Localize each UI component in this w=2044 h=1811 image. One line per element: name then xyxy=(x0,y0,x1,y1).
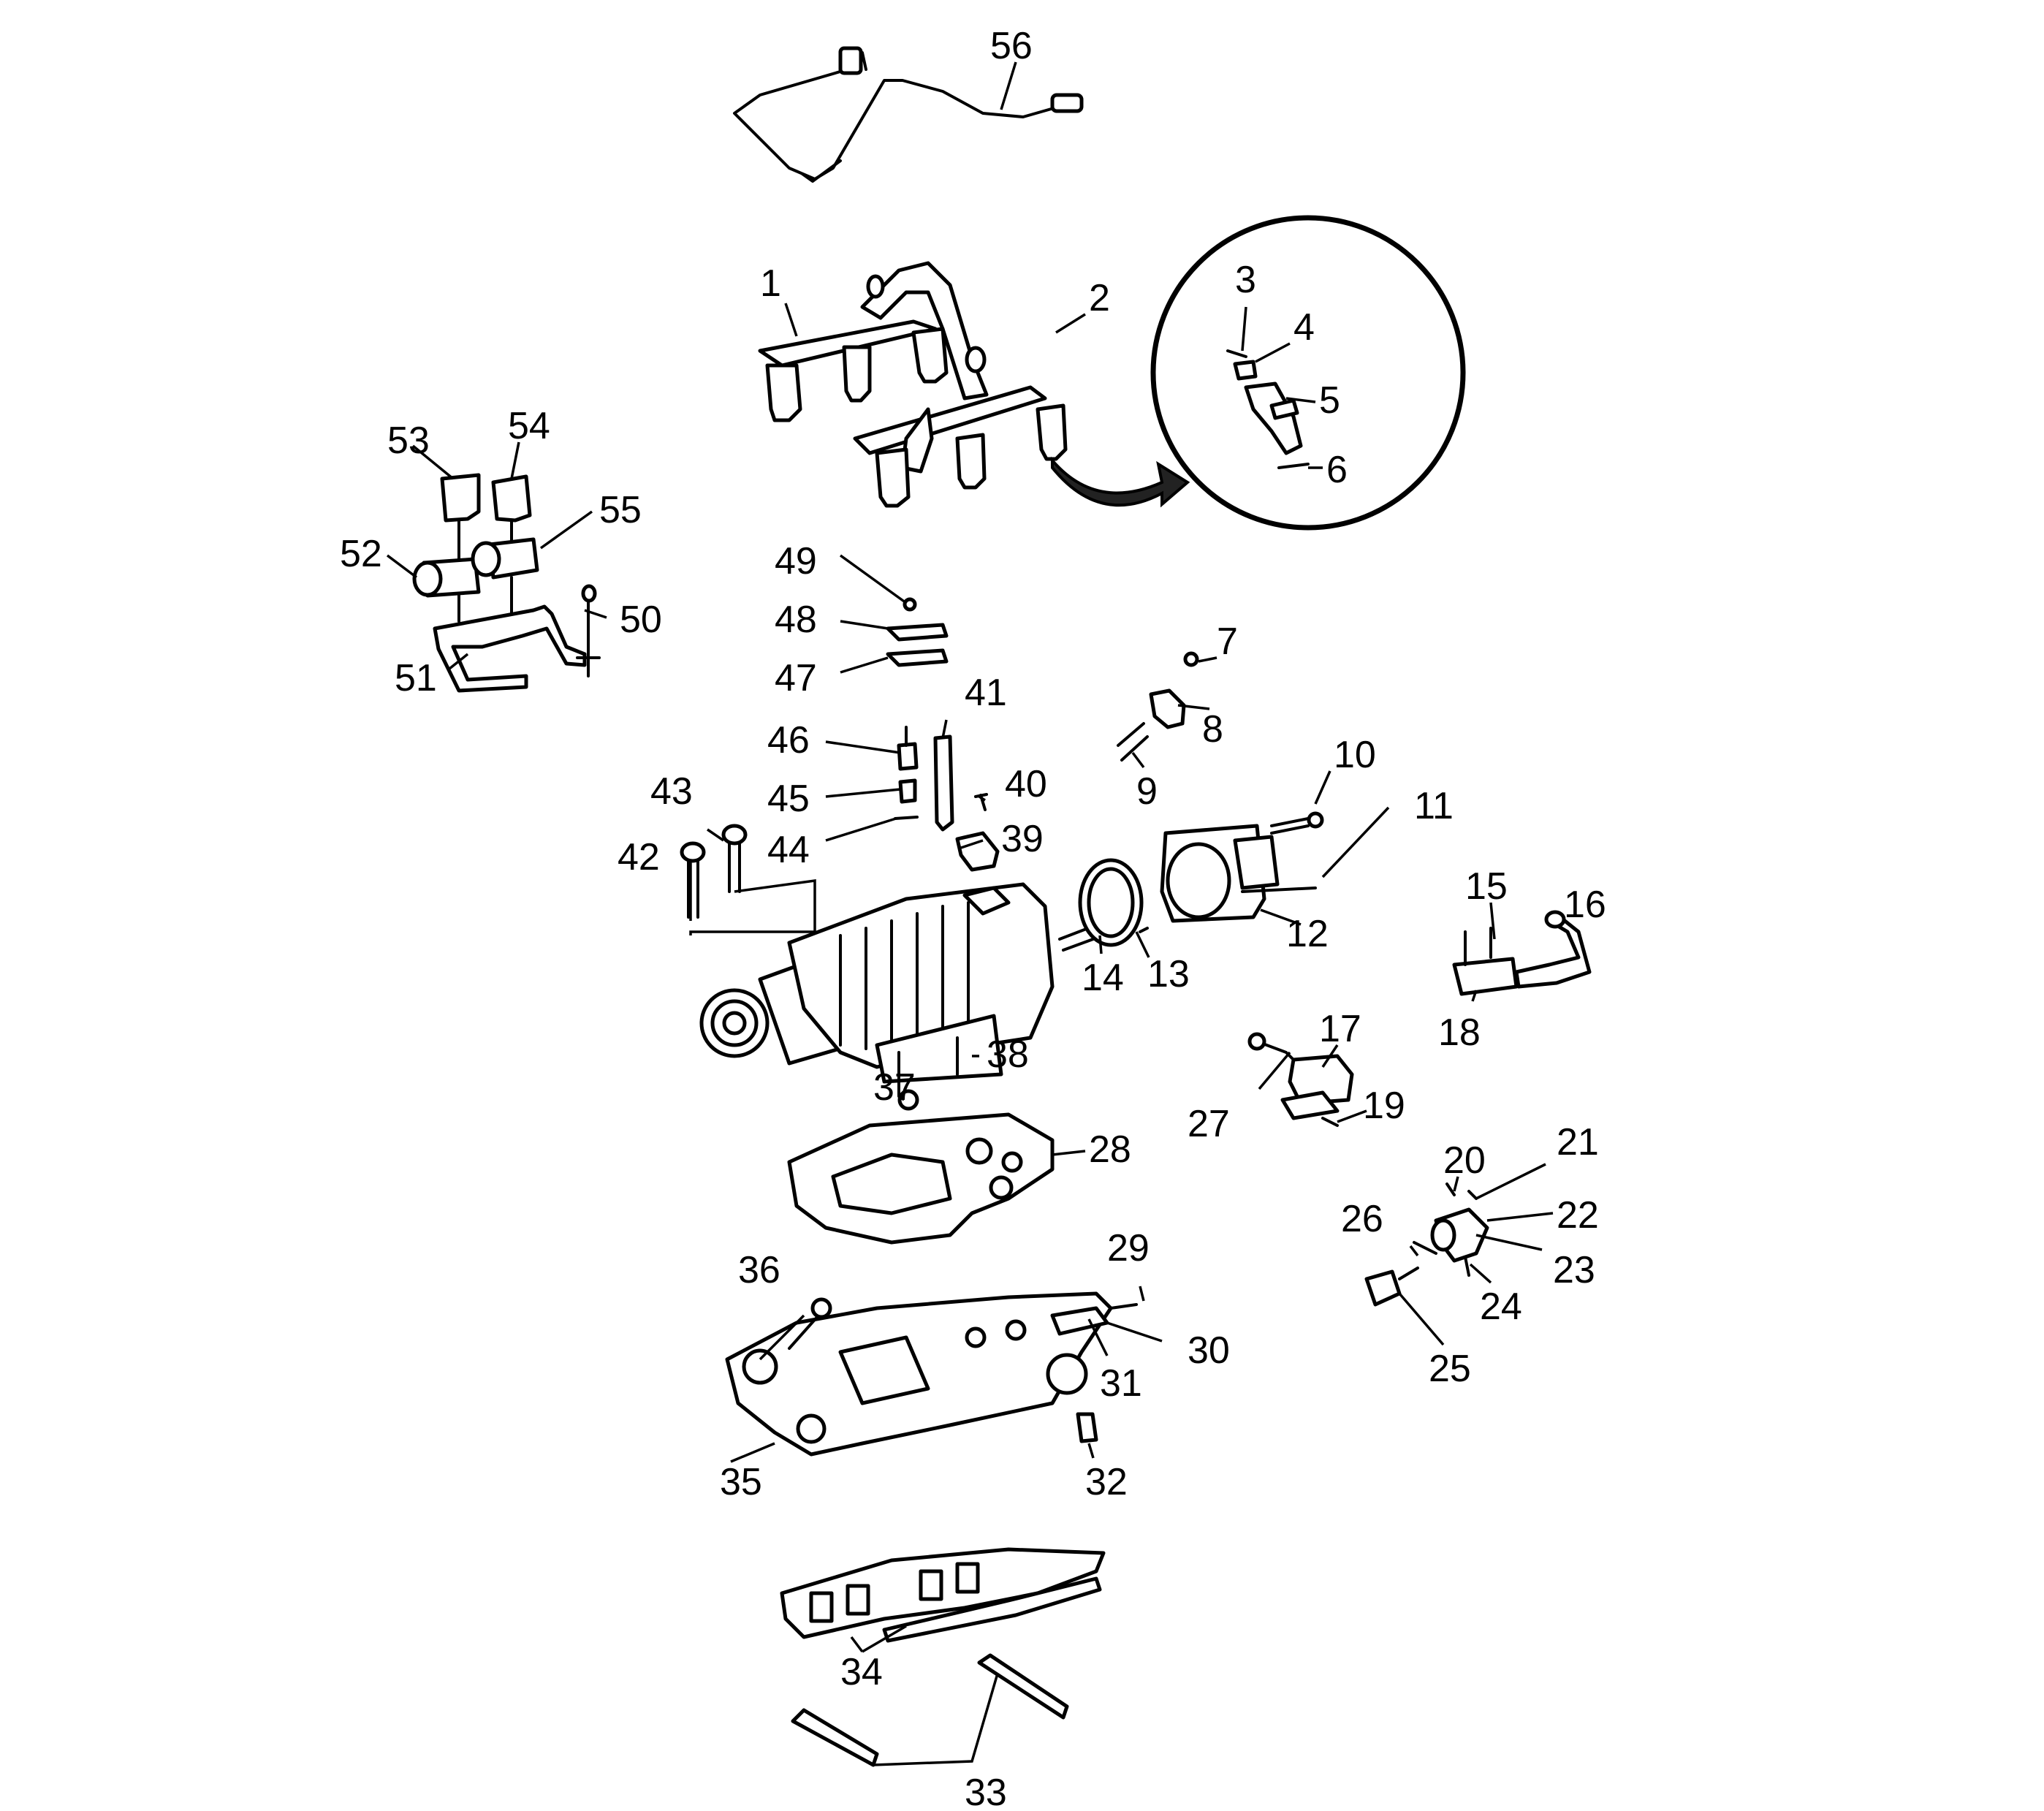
callout-23: 23 xyxy=(1553,1249,1595,1291)
callout-13: 13 xyxy=(1147,953,1190,995)
callout-35: 35 xyxy=(720,1461,762,1503)
callout-40: 40 xyxy=(1005,763,1047,805)
callout-31: 31 xyxy=(1100,1362,1142,1405)
callout-53: 53 xyxy=(387,419,430,462)
callout-16: 16 xyxy=(1564,884,1606,926)
callout-labels: 1 2 3 4 5 6 7 8 9 10 11 12 13 14 15 16 1… xyxy=(340,25,1606,1811)
callout-17: 17 xyxy=(1319,1008,1361,1050)
injector-detail-inset xyxy=(1150,215,1466,531)
bracket-and-hose xyxy=(1452,910,1592,996)
callout-33: 33 xyxy=(965,1772,1007,1811)
sensor-fitting xyxy=(1364,1182,1489,1307)
clip-and-bolt xyxy=(886,597,949,667)
callout-2: 2 xyxy=(1089,277,1110,319)
intake-manifold xyxy=(725,1291,1138,1457)
callout-22: 22 xyxy=(1557,1194,1599,1237)
callout-24: 24 xyxy=(1480,1286,1522,1328)
callout-56: 56 xyxy=(990,25,1033,67)
callout-34: 34 xyxy=(840,1651,883,1693)
callout-1: 1 xyxy=(760,262,781,305)
callout-37: 37 xyxy=(873,1066,916,1109)
callout-25: 25 xyxy=(1429,1348,1471,1390)
callout-52: 52 xyxy=(340,533,382,575)
callout-6: 6 xyxy=(1326,449,1348,491)
callout-30: 30 xyxy=(1188,1329,1230,1372)
callout-46: 46 xyxy=(767,719,810,762)
fuel-rail xyxy=(758,261,1068,508)
callout-7: 7 xyxy=(1217,620,1238,663)
callout-4: 4 xyxy=(1293,306,1315,349)
detail-arrow xyxy=(1051,456,1190,508)
callout-14: 14 xyxy=(1082,957,1124,999)
callout-11: 11 xyxy=(1414,785,1454,827)
callout-18: 18 xyxy=(1438,1011,1481,1054)
callout-10: 10 xyxy=(1334,734,1376,776)
bracket-with-relays xyxy=(412,473,601,693)
callout-3: 3 xyxy=(1235,259,1256,301)
callout-20: 20 xyxy=(1443,1139,1486,1182)
callout-39: 39 xyxy=(1001,818,1044,860)
callout-36: 36 xyxy=(738,1249,780,1291)
callout-43: 43 xyxy=(650,770,693,813)
valve-assembly xyxy=(1247,1032,1354,1127)
supercharger-assembly xyxy=(699,882,1109,1111)
callout-12: 12 xyxy=(1286,913,1329,955)
leader-lines xyxy=(386,61,1554,1766)
wiring-harness xyxy=(733,46,1084,183)
callout-5: 5 xyxy=(1319,379,1340,422)
callout-55: 55 xyxy=(599,489,642,531)
callout-41: 41 xyxy=(965,672,1007,714)
callout-51: 51 xyxy=(395,657,437,699)
callout-27: 27 xyxy=(1188,1103,1230,1145)
callout-26: 26 xyxy=(1341,1198,1383,1240)
callout-28: 28 xyxy=(1089,1128,1131,1171)
callout-15: 15 xyxy=(1465,865,1508,908)
callout-44: 44 xyxy=(767,829,810,871)
callout-45: 45 xyxy=(767,778,810,820)
callout-9: 9 xyxy=(1136,770,1158,813)
supercharger-gasket xyxy=(787,1112,1055,1245)
callout-48: 48 xyxy=(775,599,817,641)
end-seals xyxy=(791,1653,1069,1767)
callout-47: 47 xyxy=(775,657,817,699)
callout-29: 29 xyxy=(1107,1227,1150,1269)
callout-21: 21 xyxy=(1557,1121,1599,1163)
callout-42: 42 xyxy=(618,836,660,878)
callout-19: 19 xyxy=(1363,1085,1405,1127)
sensor-assembly xyxy=(1117,651,1199,762)
intake-gaskets xyxy=(780,1547,1106,1643)
callout-32: 32 xyxy=(1085,1461,1128,1503)
callout-50: 50 xyxy=(620,599,662,641)
callout-54: 54 xyxy=(508,405,550,447)
throttle-body xyxy=(1078,811,1324,947)
callout-8: 8 xyxy=(1202,708,1223,751)
stud-fasteners xyxy=(894,726,1000,872)
callout-49: 49 xyxy=(775,540,817,582)
callout-38: 38 xyxy=(987,1033,1029,1076)
